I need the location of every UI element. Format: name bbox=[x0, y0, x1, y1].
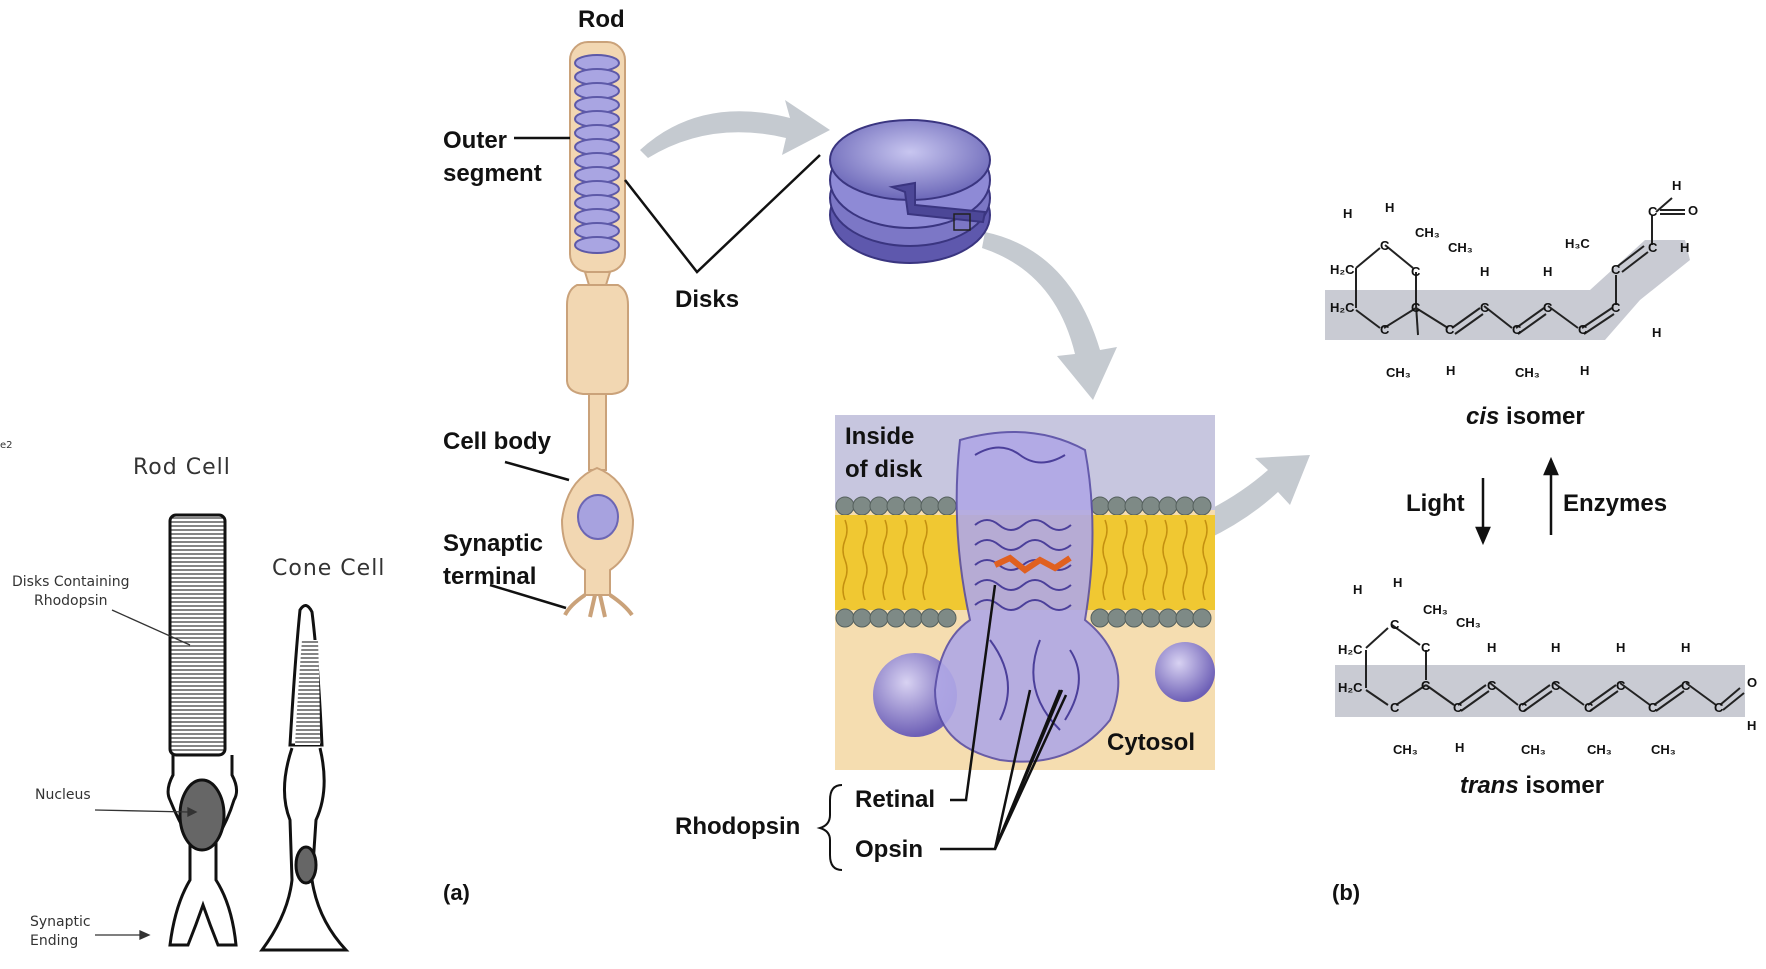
atom-c: C bbox=[1681, 678, 1690, 693]
atom-h: H bbox=[1487, 640, 1496, 655]
opsin-label: Opsin bbox=[855, 836, 923, 864]
atom-ch3: CH₃ bbox=[1448, 240, 1473, 255]
atom-h: H bbox=[1353, 582, 1362, 597]
atom-h: H bbox=[1393, 575, 1402, 590]
atom-h: H bbox=[1672, 178, 1681, 193]
atom-h2c: H₂C bbox=[1338, 680, 1363, 695]
atom-ch3: CH₃ bbox=[1386, 365, 1411, 380]
cytosol-label: Cytosol bbox=[1107, 729, 1195, 757]
atom-c: C bbox=[1648, 700, 1657, 715]
atom-c: C bbox=[1648, 240, 1657, 255]
atom-c: C bbox=[1611, 262, 1620, 277]
atom-c: C bbox=[1411, 264, 1420, 279]
atom-c: C bbox=[1421, 640, 1430, 655]
atom-c: C bbox=[1453, 700, 1462, 715]
atom-h2c: H₂C bbox=[1330, 262, 1355, 277]
rod-cell-drawing bbox=[168, 515, 236, 945]
atom-c: C bbox=[1380, 238, 1389, 253]
atom-c: C bbox=[1616, 678, 1625, 693]
atom-h: H bbox=[1455, 740, 1464, 755]
reaction-arrows bbox=[1477, 460, 1557, 542]
atom-o: O bbox=[1747, 675, 1757, 690]
atom-h: H bbox=[1747, 718, 1756, 733]
atom-h: H bbox=[1680, 240, 1689, 255]
cropped-fragment: e2 bbox=[0, 440, 13, 451]
atom-h: H bbox=[1343, 206, 1352, 221]
atom-ch3: CH₃ bbox=[1456, 615, 1481, 630]
atom-c: C bbox=[1584, 700, 1593, 715]
atom-h: H bbox=[1580, 363, 1589, 378]
cone-cell-title: Cone Cell bbox=[272, 556, 385, 581]
atom-h: H bbox=[1480, 264, 1489, 279]
cell-body-label: Cell body bbox=[443, 428, 551, 456]
atom-c: C bbox=[1390, 700, 1399, 715]
atom-ch3: CH₃ bbox=[1415, 225, 1440, 240]
atom-c: C bbox=[1411, 300, 1420, 315]
trans-word: trans bbox=[1460, 772, 1519, 799]
atom-h2c: H₂C bbox=[1330, 300, 1355, 315]
cone-cell-drawing bbox=[262, 605, 346, 950]
atom-c: C bbox=[1487, 678, 1496, 693]
atom-ch3: CH₃ bbox=[1587, 742, 1612, 757]
enzymes-label: Enzymes bbox=[1563, 490, 1667, 518]
rod-title: Rod bbox=[578, 6, 625, 34]
atom-c: C bbox=[1518, 700, 1527, 715]
atom-h: H bbox=[1543, 264, 1552, 279]
atom-h: H bbox=[1616, 640, 1625, 655]
atom-h: H bbox=[1446, 363, 1455, 378]
rod-cell-illustration bbox=[562, 42, 633, 617]
inside-of-disk-label: Inside of disk bbox=[845, 420, 922, 486]
cis-word: cis bbox=[1466, 403, 1499, 430]
cis-isomer-word: isomer bbox=[1499, 403, 1584, 430]
synaptic-ending-label: Synaptic Ending bbox=[30, 913, 91, 951]
nucleus-label: Nucleus bbox=[35, 787, 91, 803]
trans-isomer-word: isomer bbox=[1519, 772, 1604, 799]
atom-c: C bbox=[1380, 322, 1389, 337]
panel-b-letter: (b) bbox=[1332, 880, 1360, 906]
atom-c: C bbox=[1551, 678, 1560, 693]
atom-c: C bbox=[1421, 678, 1430, 693]
atom-ch3: CH₃ bbox=[1521, 742, 1546, 757]
atom-c: C bbox=[1648, 204, 1657, 219]
atom-h2c: H₂C bbox=[1338, 642, 1363, 657]
atom-ch3: CH₃ bbox=[1515, 365, 1540, 380]
disks-rhodopsin-label: Disks Containing Rhodopsin bbox=[12, 573, 130, 611]
atom-c: C bbox=[1480, 300, 1489, 315]
atom-h3c: H₃C bbox=[1565, 236, 1590, 251]
atom-c: C bbox=[1445, 322, 1454, 337]
disks-label: Disks bbox=[675, 286, 739, 314]
panel-a-letter: (a) bbox=[443, 880, 470, 906]
rhodopsin-label: Rhodopsin bbox=[675, 813, 800, 841]
atom-c: C bbox=[1512, 322, 1521, 337]
atom-h: H bbox=[1385, 200, 1394, 215]
atom-h: H bbox=[1681, 640, 1690, 655]
atom-ch3: CH₃ bbox=[1651, 742, 1676, 757]
atom-c: C bbox=[1714, 700, 1723, 715]
atom-c: C bbox=[1390, 617, 1399, 632]
atom-c: C bbox=[1611, 300, 1620, 315]
atom-o: O bbox=[1688, 203, 1698, 218]
atom-ch3: CH₃ bbox=[1423, 602, 1448, 617]
disk-closeup bbox=[830, 120, 990, 263]
light-label: Light bbox=[1406, 490, 1465, 518]
atom-c: C bbox=[1578, 322, 1587, 337]
atom-h: H bbox=[1551, 640, 1560, 655]
trans-isomer-label: trans isomer bbox=[1460, 772, 1604, 800]
outer-segment-label: Outer segment bbox=[443, 124, 542, 190]
retinal-label: Retinal bbox=[855, 786, 935, 814]
atom-h: H bbox=[1652, 325, 1661, 340]
cis-isomer-label: cis isomer bbox=[1466, 403, 1585, 431]
rod-cell-title: Rod Cell bbox=[133, 455, 231, 480]
synaptic-terminal-label: Synaptic terminal bbox=[443, 527, 543, 593]
atom-c: C bbox=[1543, 300, 1552, 315]
atom-ch3: CH₃ bbox=[1393, 742, 1418, 757]
